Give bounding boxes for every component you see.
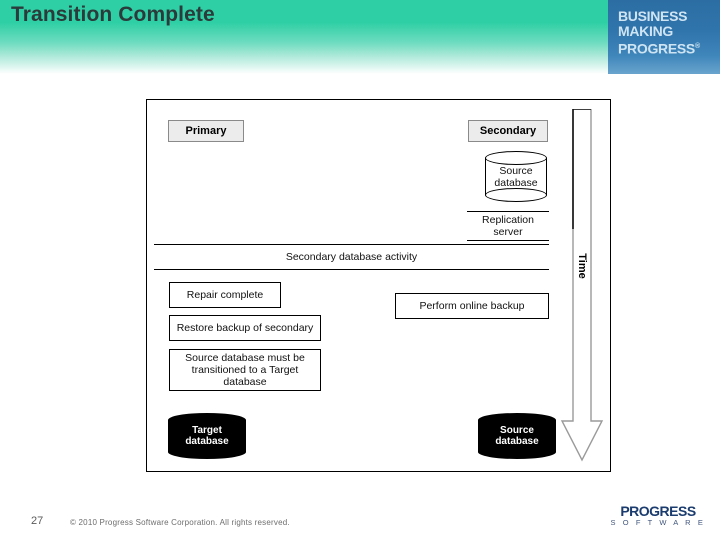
brand-line-business: BUSINESS (618, 8, 688, 24)
target-db-line1: Target (192, 425, 222, 436)
repair-complete-box: Repair complete (169, 282, 281, 308)
replication-server-line1: Replication (482, 214, 534, 226)
cylinder-label-line1: Source (499, 164, 533, 177)
time-axis-label: Time (576, 253, 588, 279)
brand-progress-text: PROGRESS (618, 40, 695, 57)
restore-backup-of-secondary-box: Restore backup of secondary (169, 315, 321, 341)
column-header-primary: Primary (168, 120, 244, 142)
perform-online-backup-box: Perform online backup (395, 293, 549, 319)
transition-diagram: Primary Secondary Source database Replic… (146, 99, 611, 472)
transition-note-line2: transitioned to a Target (191, 364, 299, 376)
column-header-secondary: Secondary (468, 120, 548, 142)
progress-software-logo: PROGRESS S O F T W A R E (608, 503, 708, 529)
brand-line-making: MAKING (618, 23, 673, 39)
page-number: 27 (31, 515, 44, 527)
replication-server-line2: server (493, 226, 523, 238)
transition-note-line1: Source database must be (185, 352, 305, 364)
cylinder-label: Source database (485, 151, 547, 202)
cylinder-bottom-ellipse (168, 445, 246, 459)
bottom-source-db-line2: database (495, 436, 539, 447)
target-database-cylinder: Target database (168, 413, 246, 459)
bottom-source-database-cylinder: Source database (478, 413, 556, 459)
header-banner: Transition Complete BUSINESS MAKING PROG… (0, 0, 720, 74)
secondary-database-activity-box: Secondary database activity (154, 244, 549, 270)
cylinder-label: Target database (168, 413, 246, 459)
cylinder-bottom-ellipse (485, 188, 547, 202)
replication-server-box: Replication server (467, 211, 549, 241)
cylinder-top-ellipse (478, 413, 556, 427)
progress-logo-wordmark: PROGRESS (620, 503, 696, 519)
cylinder-label-line2: database (494, 176, 538, 189)
transition-note-line3: database (223, 376, 267, 388)
copyright-notice: © 2010 Progress Software Corporation. Al… (70, 518, 290, 527)
bottom-source-db-line1: Source (500, 425, 534, 436)
progress-logo-subtitle: S O F T W A R E (610, 518, 706, 527)
registered-trademark-icon: ® (694, 43, 700, 50)
source-db-transition-note-box: Source database must be transitioned to … (169, 349, 321, 391)
cylinder-top-ellipse (168, 413, 246, 427)
cylinder-bottom-ellipse (478, 445, 556, 459)
page-title: Transition Complete (11, 3, 215, 26)
cylinder-top-ellipse (485, 151, 547, 165)
secondary-source-database-cylinder: Source database (485, 151, 547, 202)
brand-line-progress: PROGRESS® (618, 39, 720, 57)
target-db-line2: database (185, 436, 229, 447)
time-arrow-icon (560, 109, 604, 462)
brand-banner-logo: BUSINESS MAKING PROGRESS® (608, 0, 720, 74)
cylinder-label: Source database (478, 413, 556, 459)
